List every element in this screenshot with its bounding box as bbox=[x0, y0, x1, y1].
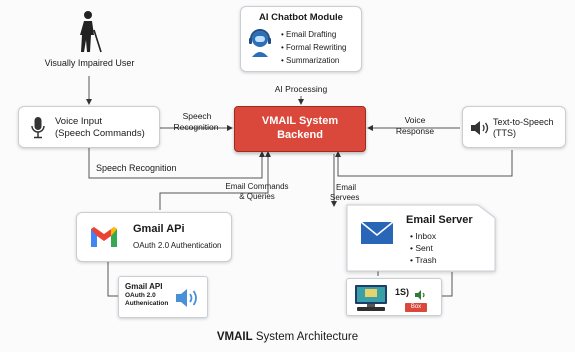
inbox-badge: Box bbox=[405, 303, 427, 312]
email-server-folder-list: Inbox Sent Trash bbox=[410, 230, 437, 266]
voice-response-label-2: Response bbox=[395, 126, 435, 136]
email-commands-label-1: Email Commands bbox=[225, 182, 289, 191]
email-serves-label-2: Servees bbox=[330, 193, 360, 202]
caption-bold: VMAIL bbox=[216, 331, 253, 343]
backend-title: VMAIL System bbox=[261, 115, 339, 127]
gmail-to-small-gmail-line bbox=[107, 262, 118, 297]
speech-recognition-bottom-label: Speech Recognition bbox=[96, 163, 177, 173]
chatbot-module-box: AI Chatbot Module Email Drafting Formal … bbox=[240, 6, 362, 72]
backend-subtitle: Backend bbox=[277, 129, 323, 141]
person-with-cane-icon bbox=[74, 10, 104, 54]
email-server-box: Email Server Inbox Sent Trash bbox=[346, 204, 496, 272]
user-label: Visually Impaired User bbox=[44, 58, 135, 68]
tts-title: Text-to-Speech bbox=[493, 117, 554, 127]
envelope-icon bbox=[360, 220, 394, 246]
email-serves-label-1: Email bbox=[336, 183, 357, 192]
email-server-side-line bbox=[442, 272, 453, 297]
chatbot-feature-list: Email Drafting Formal Rewriting Summariz… bbox=[281, 28, 347, 67]
voice-input-title: Voice Input bbox=[55, 116, 103, 127]
speaker-icon bbox=[175, 288, 201, 308]
gmail-api-title: Gmail APi bbox=[133, 223, 185, 235]
voice-response-label-1: Voice bbox=[404, 115, 426, 125]
computer-screen-text: 1S) bbox=[395, 287, 410, 297]
speaker-icon bbox=[470, 120, 490, 136]
diagram-caption: VMAIL System Architecture bbox=[0, 330, 575, 344]
speech-recognition-arrow bbox=[88, 148, 265, 179]
voice-input-box: Voice Input (Speech Commands) bbox=[18, 106, 160, 148]
voice-input-subtitle: (Speech Commands) bbox=[55, 128, 145, 139]
vmail-backend-box: VMAIL System Backend bbox=[234, 106, 366, 152]
tts-subtitle: (TTS) bbox=[493, 128, 516, 138]
computer-box: 1S) Box bbox=[346, 278, 442, 316]
chatbot-title: AI Chatbot Module bbox=[259, 12, 343, 23]
computer-icon bbox=[353, 284, 389, 312]
gmail-to-backend-arrow bbox=[159, 151, 271, 210]
email-server-title: Email Server bbox=[406, 214, 473, 226]
ai-processing-label: AI Processing bbox=[274, 84, 328, 94]
email-folder-item: Inbox bbox=[410, 230, 437, 242]
chatbot-feature-item: Email Drafting bbox=[281, 28, 347, 41]
gmail-small-line3: Authenication bbox=[125, 300, 169, 307]
backend-to-tts-arrow bbox=[335, 150, 513, 177]
tts-box: Text-to-Speech (TTS) bbox=[462, 106, 566, 148]
email-folder-item: Sent bbox=[410, 242, 437, 254]
gmail-small-title: Gmail API bbox=[125, 282, 163, 291]
gmail-api-box: Gmail APi OAuth 2.0 Authentication bbox=[76, 212, 232, 262]
speaker-icon bbox=[415, 287, 429, 300]
gmail-logo-icon bbox=[89, 225, 119, 249]
gmail-api-small-box: Gmail API OAuth 2.0 Authenication bbox=[118, 276, 208, 318]
microphone-icon bbox=[31, 117, 45, 139]
caption-rest: System Architecture bbox=[252, 331, 359, 343]
speech-recognition-label-2: Recognition bbox=[173, 122, 219, 132]
gmail-small-line2: OAuth 2.0 bbox=[125, 292, 156, 299]
speech-recognition-label-1: Speech bbox=[182, 111, 212, 121]
chatbot-feature-item: Formal Rewriting bbox=[281, 41, 346, 54]
gmail-api-subtitle: OAuth 2.0 Authentication bbox=[133, 241, 222, 250]
email-folder-item: Trash bbox=[410, 254, 436, 266]
chatbot-feature-item: Summarization bbox=[281, 54, 347, 67]
robot-headset-icon bbox=[247, 28, 273, 58]
email-commands-label-2: & Queries bbox=[239, 192, 275, 201]
